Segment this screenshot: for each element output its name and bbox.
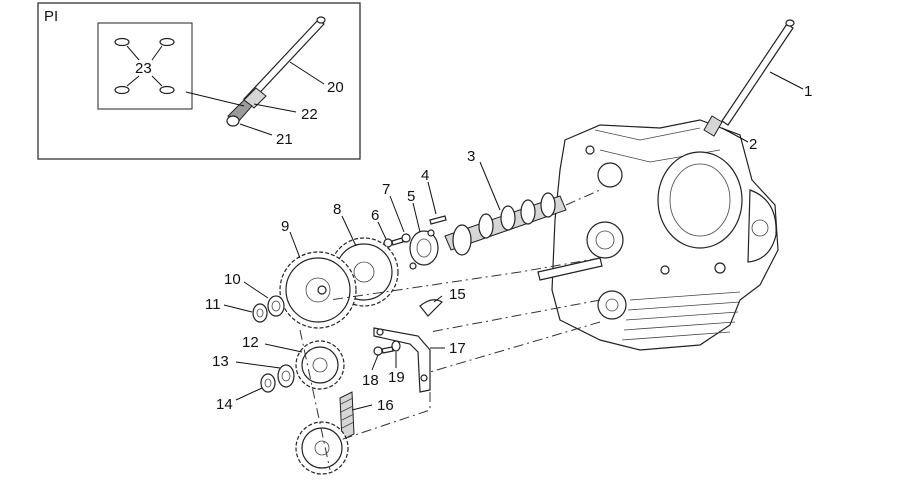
inset-panel: PI — [37, 2, 361, 160]
callout-16: 16 — [377, 397, 394, 414]
callout-3: 3 — [467, 148, 475, 165]
callout-11: 11 — [205, 296, 221, 313]
screws — [383, 233, 411, 248]
callout-6: 6 — [371, 207, 379, 224]
nut-11 — [252, 303, 268, 323]
nut-14 — [260, 373, 276, 393]
callout-18: 18 — [362, 372, 379, 389]
callout-10: 10 — [224, 271, 241, 288]
washer-19 — [391, 340, 401, 352]
assembly-lines — [299, 189, 601, 471]
chain-tensioner — [373, 327, 431, 393]
callout-5: 5 — [407, 188, 415, 205]
gear-9 — [279, 251, 357, 329]
screw-18 — [373, 346, 394, 356]
flange — [409, 229, 439, 270]
callout-17: 17 — [449, 340, 466, 357]
washer-13 — [277, 364, 295, 388]
inset-pushrod — [226, 16, 326, 127]
woodruff-key — [419, 299, 443, 317]
engine-crankcase — [537, 119, 779, 351]
callout-14: 14 — [216, 396, 233, 413]
callout-1: 1 — [804, 83, 812, 100]
callout-20: 20 — [327, 79, 344, 96]
callout-19: 19 — [388, 369, 405, 386]
callout-22: 22 — [301, 106, 318, 123]
callout-2: 2 — [749, 136, 757, 153]
callout-12: 12 — [242, 334, 259, 351]
key — [429, 215, 447, 225]
camshaft — [444, 192, 567, 256]
callout-4: 4 — [421, 167, 429, 184]
crank-gear — [295, 421, 349, 475]
callout-8: 8 — [333, 201, 341, 218]
callout-21: 21 — [276, 131, 293, 148]
pushrod — [703, 19, 795, 137]
leader-lines — [223, 61, 804, 411]
o-ring-set — [114, 37, 175, 95]
washer-10 — [267, 295, 285, 317]
callout-13: 13 — [212, 353, 229, 370]
callout-15: 15 — [449, 286, 466, 303]
callouts: 1 2 3 4 5 6 7 8 9 10 11 12 13 14 15 16 1… — [135, 60, 812, 414]
timing-chain — [339, 391, 355, 441]
inset-label: PI — [44, 8, 58, 25]
gear-12 — [295, 340, 345, 390]
callout-23: 23 — [135, 60, 152, 77]
callout-9: 9 — [281, 218, 289, 235]
callout-7: 7 — [382, 181, 390, 198]
